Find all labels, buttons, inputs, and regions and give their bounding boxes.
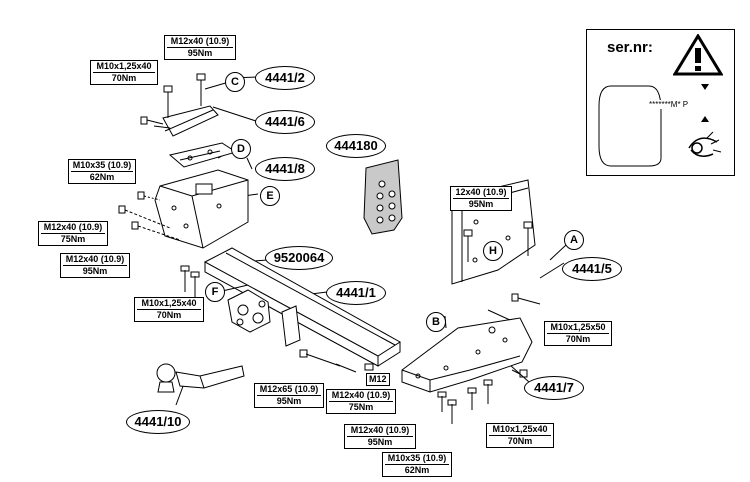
callout-b: B [426,312,446,332]
bolt-spec-right-mid: M10x1,25x50 70Nm [544,321,612,346]
part-label-9520064: 9520064 [265,246,333,270]
bolt-spec-left-3: M12x40 (10.9) 95Nm [60,253,130,278]
bolt-spec-size: M10x1,25x40 [137,298,201,310]
part-label-4441-10: 4441/10 [126,410,190,434]
bolt-spec-left-2: M12x40 (10.9) 75Nm [38,221,108,246]
bolt-spec-torque: 95Nm [468,199,494,209]
bolt-spec-torque: 95Nm [276,396,302,406]
bolt-spec-bottom-4: M10x1,25x40 70Nm [486,423,554,448]
serial-panel-title: ser.nr: [607,39,653,56]
bolt-spec-torque: 70Nm [156,310,182,320]
bolt-spec-size: M10x1,25x40 [489,424,551,436]
bolt-spec-torque: 95Nm [82,266,108,276]
part-label-444180: 444180 [326,134,386,158]
serial-number-panel: ser.nr: *******M* P [586,29,735,176]
callout-a: A [564,230,584,250]
part-label-4441-8: 4441/8 [255,157,315,181]
bolt-spec-top: M12x40 (10.9) 95Nm [164,35,236,60]
serial-code-text: *******M* P [649,100,689,109]
tag-outline-icon [598,84,709,167]
part-label-4441-1: 4441/1 [326,281,386,305]
callout-c: C [225,72,245,92]
bolt-spec-size: M10x1,25x40 [93,61,155,73]
part-label-4441-2: 4441/2 [255,66,315,90]
bolt-spec-torque: 70Nm [565,334,591,344]
eye-icon [688,131,722,157]
bolt-spec-torque: 95Nm [367,437,393,447]
bolt-spec-size: M10x35 (10.9) [385,453,449,465]
bolt-spec-torque: 62Nm [89,172,115,182]
bolt-spec-bottom-5: M10x35 (10.9) 62Nm [382,452,452,477]
bolt-spec-bottom-3: M12x40 (10.9) 95Nm [344,424,416,449]
warning-triangle-icon [673,34,723,76]
bolt-spec-size: M12x40 (10.9) [167,36,233,48]
bolt-spec-top-left: M10x1,25x40 70Nm [90,60,158,85]
bolt-spec-torque: 75Nm [348,402,374,412]
bolt-spec-right-top: 12x40 (10.9) 95Nm [450,186,512,211]
bolt-spec-size: 12x40 (10.9) [453,187,509,199]
bolt-spec-torque: 95Nm [187,48,213,58]
bolt-spec-size: M10x35 (10.9) [71,160,133,172]
bolt-spec-bottom-1: M12x65 (10.9) 95Nm [254,383,324,408]
bolt-spec-size: M12x40 (10.9) [41,222,105,234]
bolt-spec-torque: 62Nm [404,465,430,475]
bolt-spec-torque: 75Nm [60,234,86,244]
part-label-4441-7: 4441/7 [524,376,584,400]
callout-e: E [260,186,280,206]
bolt-spec-size: M12x40 (10.9) [329,390,393,402]
bolt-spec-left-4: M10x1,25x40 70Nm [134,297,204,322]
bolt-spec-size: M12x65 (10.9) [257,384,321,396]
bolt-spec-size: M12x40 (10.9) [63,254,127,266]
bolt-spec-left-1: M10x35 (10.9) 62Nm [68,159,136,184]
callout-h: H [483,241,503,261]
bolt-spec-torque: 70Nm [507,436,533,446]
part-label-4441-6: 4441/6 [255,110,315,134]
part-label-4441-5: 4441/5 [562,257,622,281]
bolt-spec-bottom-2: M12x40 (10.9) 75Nm [326,389,396,414]
callout-f: F [205,282,225,302]
m12-label: M12 [366,373,390,386]
bolt-spec-size: M10x1,25x50 [547,322,609,334]
callout-d: D [231,139,251,159]
bolt-spec-size: M12x40 (10.9) [347,425,413,437]
bolt-spec-torque: 70Nm [111,73,137,83]
